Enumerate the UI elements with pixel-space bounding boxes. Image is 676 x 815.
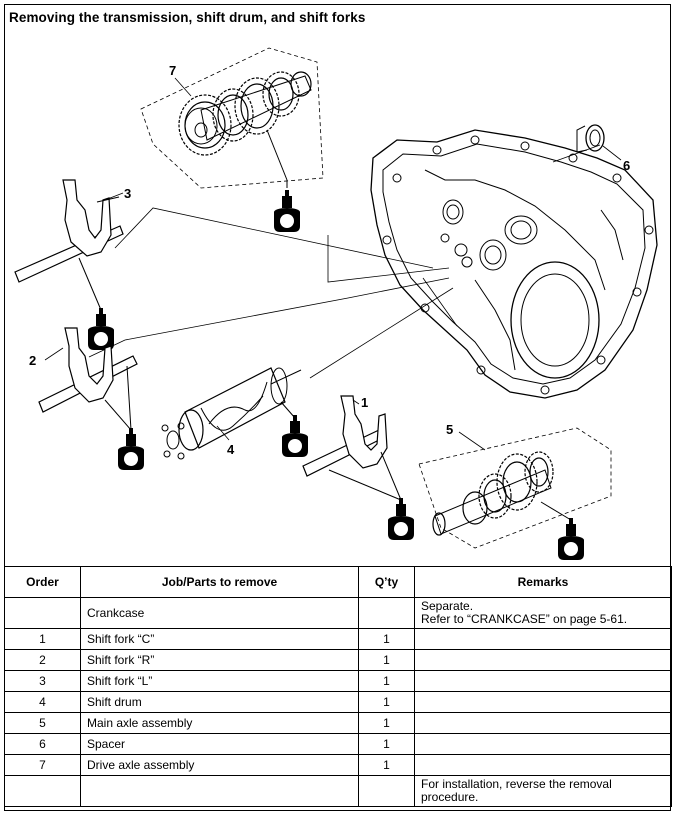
cell-remarks [414,691,672,713]
callout-1: 1 [361,395,368,410]
page-frame [4,4,671,811]
cell-part: Spacer [80,733,359,755]
cell-order [4,775,81,807]
shift-drum: E [161,367,309,460]
cell-part: Main axle assembly [80,712,359,734]
header-qty: Q’ty [358,566,415,598]
table-row: 6 Spacer 1 [4,733,672,755]
callout-leaders [44,77,622,451]
page-title: Removing the transmission, shift drum, a… [9,10,366,25]
cell-part: Drive axle assembly [80,754,359,776]
table-row: 3 Shift fork “L” 1 [4,670,672,692]
remark-line: For installation, reverse the removal [421,777,612,791]
remark-line: procedure. [421,790,479,804]
cell-qty: 1 [358,628,415,650]
remark-line: Separate. [421,599,474,613]
lube-mark-e-2: E [128,455,134,465]
remark-line: Refer to “CRANKCASE” on page 5-61. [421,612,628,626]
cell-qty: 1 [358,754,415,776]
spacer [576,124,605,153]
cell-qty [358,775,415,807]
cell-remarks [414,649,672,671]
removal-steps-table: Order Job/Parts to remove Q’ty Remarks C… [4,566,672,807]
cell-qty: 1 [358,691,415,713]
table-header-row: Order Job/Parts to remove Q’ty Remarks [4,566,672,598]
cell-remarks [414,733,672,755]
cell-part: Shift fork “L” [80,670,359,692]
cell-remarks: Separate. Refer to “CRANKCASE” on page 5… [414,597,672,629]
exploded-view-diagram: E E [5,30,670,565]
shift-fork-r: E [38,327,145,471]
lube-mark-e-1: E [398,525,404,535]
cell-order [4,597,81,629]
header-order: Order [4,566,81,598]
cell-remarks [414,670,672,692]
shift-fork-l: E [14,179,124,351]
cell-part: Shift fork “R” [80,649,359,671]
cell-order: 7 [4,754,81,776]
table-row: 5 Main axle assembly 1 [4,712,672,734]
cell-part: Shift fork “C” [80,628,359,650]
guide-lines [88,144,601,379]
table-row: 4 Shift drum 1 [4,691,672,713]
lube-mark-e-4: E [292,442,298,452]
table-row: Crankcase Separate. Refer to “CRANKCASE”… [4,597,672,629]
cell-qty [358,597,415,629]
header-remarks: Remarks [414,566,672,598]
main-axle-assembly: E [418,427,612,561]
cell-part: Shift drum [80,691,359,713]
callout-5: 5 [446,422,453,437]
cell-remarks [414,754,672,776]
cell-order: 3 [4,670,81,692]
header-part: Job/Parts to remove [80,566,359,598]
callout-6: 6 [623,158,630,173]
cell-order: 2 [4,649,81,671]
cell-qty: 1 [358,670,415,692]
crankcase-drawing [370,129,658,399]
cell-order: 6 [4,733,81,755]
callout-2: 2 [29,353,36,368]
cell-order: 5 [4,712,81,734]
callout-3: 3 [124,186,131,201]
cell-remarks [414,712,672,734]
cell-part: Crankcase [80,597,359,629]
callout-7: 7 [169,63,176,78]
cell-remarks [414,628,672,650]
drive-axle-assembly: E [140,47,324,233]
table-row: 2 Shift fork “R” 1 [4,649,672,671]
table-row: 1 Shift fork “C” 1 [4,628,672,650]
cell-order: 1 [4,628,81,650]
cell-qty: 1 [358,733,415,755]
shift-fork-c: E [302,395,415,541]
table-row: 7 Drive axle assembly 1 [4,754,672,776]
table-row: For installation, reverse the removal pr… [4,775,672,807]
cell-part [80,775,359,807]
cell-remarks: For installation, reverse the removal pr… [414,775,672,807]
lube-mark-e-3: E [98,335,104,345]
cell-qty: 1 [358,649,415,671]
lube-mark-e-5: E [568,545,574,555]
cell-qty: 1 [358,712,415,734]
cell-order: 4 [4,691,81,713]
callout-4: 4 [227,442,235,457]
lube-mark-e-7: E [284,217,290,227]
